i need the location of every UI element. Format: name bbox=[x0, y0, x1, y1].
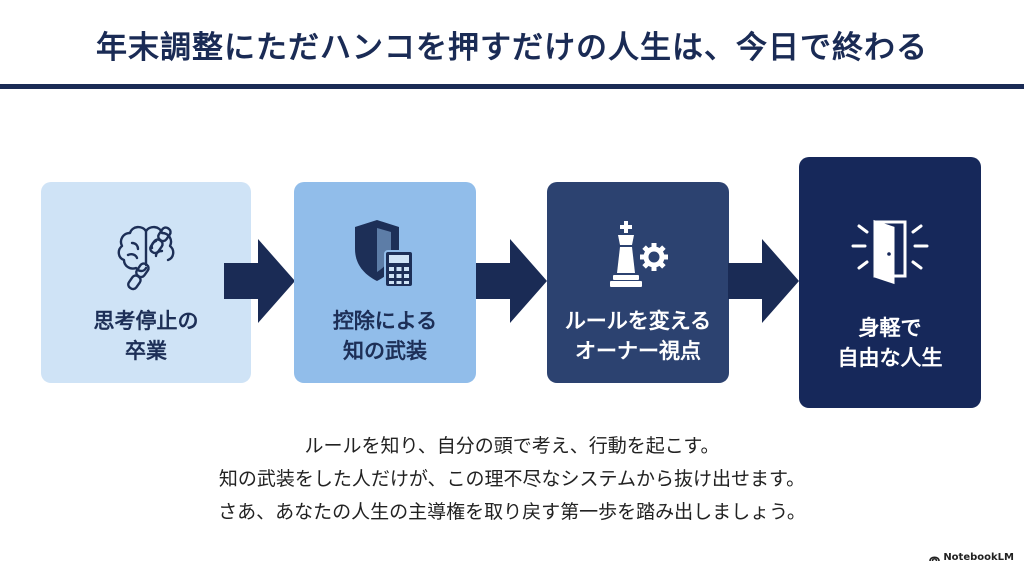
brand-watermark: NotebookLM bbox=[929, 552, 1014, 563]
title-divider bbox=[0, 84, 1024, 89]
closing-message: ルールを知り、自分の頭で考え、行動を起こす。 知の武装をした人だけが、この理不尽… bbox=[0, 430, 1024, 529]
notebooklm-logo-icon bbox=[929, 556, 941, 562]
step-card-4: 身軽で 自由な人生 bbox=[799, 157, 981, 408]
closing-line-3: さあ、あなたの人生の主導権を取り戻す第一歩を踏み出しましょう。 bbox=[218, 501, 806, 523]
arrow-right-icon bbox=[224, 239, 295, 323]
step-label-4: 身軽で 自由な人生 bbox=[837, 316, 943, 370]
arrow-right-icon bbox=[476, 239, 547, 323]
closing-line-1: ルールを知り、自分の頭で考え、行動を起こす。 bbox=[304, 435, 720, 457]
open-door-icon bbox=[845, 205, 935, 295]
step-label-1: 思考停止の 卒業 bbox=[93, 309, 199, 363]
step-label-2: 控除による 知の武装 bbox=[332, 309, 438, 363]
step-label-3: ルールを変える オーナー視点 bbox=[564, 309, 712, 363]
step-card-3: ルールを変える オーナー視点 bbox=[547, 182, 729, 383]
chess-king-gear-icon bbox=[593, 210, 683, 300]
step-card-2: 控除による 知の武装 bbox=[294, 182, 476, 383]
brain-chain-icon bbox=[101, 210, 191, 300]
arrow-right-icon bbox=[728, 239, 799, 323]
step-card-1: 思考停止の 卒業 bbox=[41, 182, 251, 383]
brand-name: NotebookLM bbox=[943, 552, 1014, 563]
shield-calculator-icon bbox=[340, 210, 430, 300]
page-title: 年末調整にただハンコを押すだけの人生は、今日で終わる bbox=[96, 30, 928, 66]
closing-line-2: 知の武装をした人だけが、この理不尽なシステムから抜け出せます。 bbox=[218, 468, 806, 490]
